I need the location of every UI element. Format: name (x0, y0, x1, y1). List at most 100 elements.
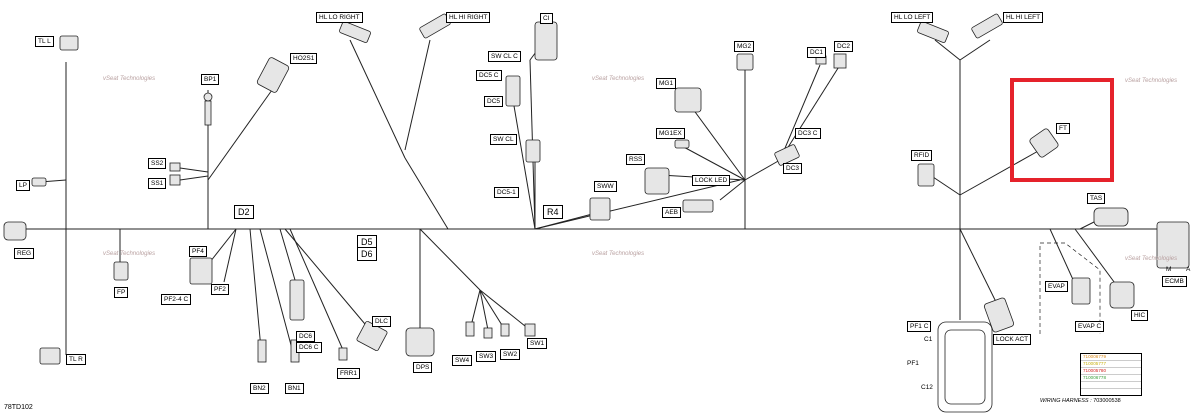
label-c12: C12 (921, 384, 933, 391)
label-pf4: PF4 (189, 246, 207, 257)
lp-connector (31, 177, 47, 187)
label-sw2: SW2 (500, 349, 521, 360)
evap-connector (1071, 277, 1091, 305)
label-ss2: SS2 (148, 158, 167, 169)
dc3-connector (774, 144, 800, 166)
part-row: 710006778 (1081, 375, 1141, 382)
part-number: 710005780 (1083, 368, 1106, 373)
dps-connector (405, 327, 435, 357)
dc2-connector (833, 53, 847, 69)
watermark: vSeat Technologies (592, 76, 645, 82)
dc6-connector (289, 279, 305, 321)
hic-connector (1109, 281, 1135, 309)
label-dc6: DC6 (296, 331, 316, 342)
ecm-connector (1156, 221, 1190, 269)
mg2-connector (736, 53, 754, 71)
label-ss1: SS1 (148, 178, 167, 189)
label-dc3-c: DC3 C (795, 128, 821, 139)
harness-number: 703000538 (1093, 398, 1121, 404)
ho2s1-connector (256, 57, 290, 93)
sw4-terminal (465, 321, 475, 337)
label-d2: D2 (234, 205, 254, 219)
sw3-terminal (483, 327, 493, 339)
label-hl-hi-left: HL HI LEFT (1003, 12, 1044, 23)
part-row: 710005777 (1081, 361, 1141, 368)
label-bn1: BN1 (285, 383, 304, 394)
label-ecmb: ECMB (1162, 276, 1187, 287)
label-ecm-m: M (1166, 266, 1172, 273)
label-frr1: FRR1 (337, 368, 360, 379)
label-evap: EVAP (1045, 281, 1068, 292)
rfid-connector (917, 163, 935, 187)
part-number (1083, 382, 1084, 387)
label-lock-act: LOCK ACT (993, 334, 1032, 345)
label-sw-cl: SW CL (490, 134, 517, 145)
sw-cl-connector (525, 139, 541, 163)
label-mg1ex: MG1EX (656, 128, 685, 139)
label-dlc: DLC (372, 316, 392, 327)
label-mg1: MG1 (656, 78, 677, 89)
aeb-connector (682, 199, 714, 213)
rss-connector (644, 167, 670, 195)
label-bp1: BP1 (201, 74, 220, 85)
label-hic: HIC (1131, 310, 1149, 321)
hl-hi-left-connector (971, 13, 1003, 39)
label-hl-lo-right: HL LO RIGHT (316, 12, 363, 23)
mg1-connector (674, 87, 702, 113)
part-number-table: 710006779 710005777 710005780 710006778 (1080, 353, 1142, 396)
frr1-terminal (338, 347, 348, 361)
reg-connector (3, 221, 27, 241)
label-tas: TAS (1087, 193, 1106, 204)
mg1ex-connector (674, 139, 690, 149)
ci-connector (534, 21, 558, 61)
label-pf2: PF2 (211, 284, 229, 295)
label-rfid: RFID (911, 150, 933, 161)
tl-l-connector (59, 35, 79, 51)
watermark: vSeat Technologies (1125, 256, 1178, 262)
label-sww: SWW (594, 181, 617, 192)
label-dc2: DC2 (834, 41, 854, 52)
ss2-connector (169, 162, 181, 172)
watermark: vSeat Technologies (103, 251, 156, 257)
label-rss: RSS (626, 154, 646, 165)
label-aeb: AEB (662, 207, 682, 218)
watermark: vSeat Technologies (592, 251, 645, 257)
label-pf1-c: PF1 C (907, 321, 932, 332)
label-lock-led: LOCK LED (692, 175, 731, 186)
label-tl-r: TL R (66, 354, 86, 365)
tl-r-connector (39, 347, 61, 365)
sw1-terminal (524, 323, 536, 337)
label-hl-lo-left: HL LO LEFT (891, 12, 934, 23)
part-row (1081, 382, 1141, 389)
label-ft: FT (1056, 123, 1070, 134)
harness-caption-label: WIRING HARNESS : (1040, 398, 1092, 404)
sw2-terminal (500, 323, 510, 337)
label-mg2: MG2 (734, 41, 755, 52)
label-r4: R4 (543, 205, 563, 219)
label-ho2s1: HO2S1 (290, 53, 318, 64)
part-number: 710006778 (1083, 375, 1106, 380)
label-dps: DPS (413, 362, 433, 373)
label-dc1: DC1 (807, 47, 827, 58)
label-sw4: SW4 (452, 355, 473, 366)
pf4-connector (189, 257, 213, 285)
label-dc5-c: DC5 C (476, 70, 502, 81)
hl-lo-right-connector (339, 21, 371, 43)
label-c1: C1 (924, 336, 933, 343)
label-dc3: DC3 (783, 163, 803, 174)
label-ci: CI (540, 13, 553, 24)
label-dc5-1: DC5-1 (494, 187, 519, 198)
part-row: 710005780 (1081, 368, 1141, 375)
part-row (1081, 389, 1141, 395)
label-pf1: PF1 (907, 360, 919, 367)
label-d5: D5 (357, 235, 377, 248)
label-fp: FP (114, 287, 129, 298)
label-evap-c: EVAP C (1075, 321, 1105, 332)
part-number: 710006779 (1083, 354, 1106, 359)
label-sw1: SW1 (527, 338, 548, 349)
label-pf2-4-c: PF2-4 C (161, 294, 192, 305)
label-tl-l: TL L (35, 36, 54, 47)
label-dc6-c: DC6 C (296, 342, 322, 353)
